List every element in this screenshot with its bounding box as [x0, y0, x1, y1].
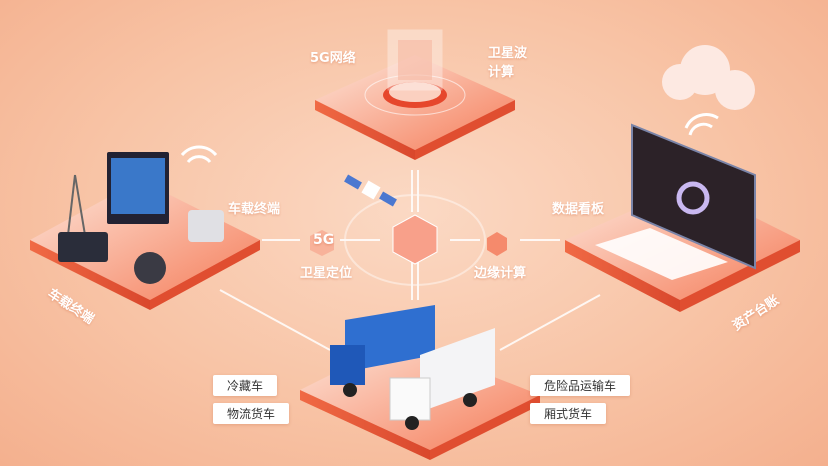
dashboard-screen: [631, 123, 756, 270]
label-satellite-compute-line2: 计算: [488, 65, 515, 80]
edge-node-icon: [487, 232, 507, 256]
tag-refrigerated-truck: 冷藏车: [213, 375, 278, 396]
ledger-sheet: [595, 228, 728, 280]
connector-lines: [219, 170, 601, 351]
tag-box-truck: 厢式货车: [530, 403, 607, 424]
platform-satellite-compute: [315, 29, 515, 160]
label-vehicle-terminal: 车载终端: [228, 202, 281, 217]
router-icon: [58, 232, 108, 262]
wifi-antenna-icon: [180, 145, 218, 164]
signal-tower-icon: [67, 174, 86, 236]
wifi-icon: [684, 113, 719, 136]
label-data-dashboard: 数据看板: [552, 202, 605, 217]
platform-data-dashboard: [565, 45, 800, 312]
edge-cube-icon: [392, 214, 438, 265]
label-satellite-compute-line1: 卫星波: [488, 46, 528, 61]
sensor-box-icon: [188, 210, 224, 242]
platform-vehicles: [300, 305, 540, 460]
label-5g-network: 5G网络: [310, 51, 356, 66]
label-edge-computing: 边缘计算: [474, 266, 527, 281]
cloud-icon: [662, 45, 755, 110]
satellite-icon: [344, 174, 397, 207]
platform-vehicle-terminal: [30, 145, 260, 310]
camera-icon: [134, 252, 166, 284]
badge-5g: 5G: [313, 232, 335, 248]
blue-truck-icon: [330, 305, 435, 397]
tag-logistics-truck: 物流货车: [213, 403, 290, 424]
monitor-icon: [107, 152, 169, 224]
tag-hazmat-truck: 危险品运输车: [530, 375, 631, 396]
label-satellite-positioning: 卫星定位: [300, 266, 353, 281]
white-truck-icon: [389, 328, 495, 430]
5g-node-icon: [310, 230, 334, 256]
